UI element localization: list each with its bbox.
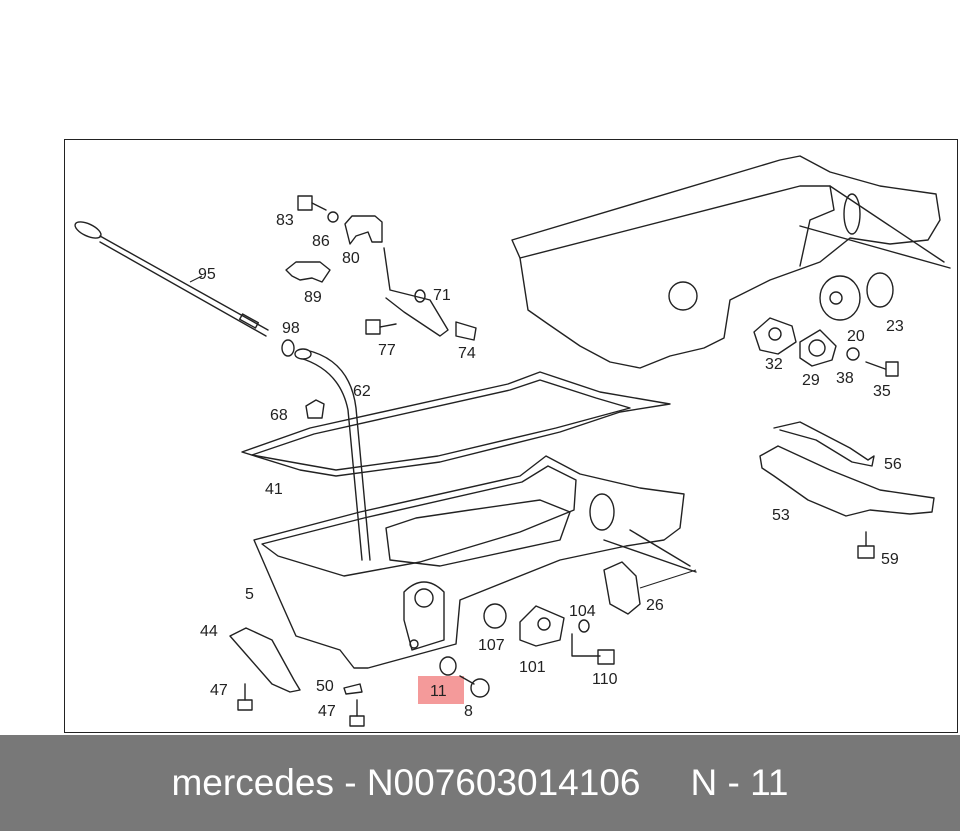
washer-38-part	[846, 347, 860, 361]
bolt-35-part	[865, 361, 899, 377]
dipstick-part	[74, 221, 269, 337]
callout-59[interactable]: 59	[881, 551, 899, 568]
gasket-32-part	[753, 317, 797, 355]
drain-plug-8-part	[459, 675, 490, 698]
seal-ring-11-part	[439, 656, 457, 676]
callout-47a[interactable]: 47	[210, 682, 228, 699]
oil-filter-20-part	[819, 275, 861, 321]
callout-104[interactable]: 104	[569, 603, 596, 620]
bracket-71-hole	[414, 289, 426, 303]
gasket-41-part	[241, 371, 671, 477]
clamp-89-part	[285, 261, 331, 283]
callout-50[interactable]: 50	[316, 678, 334, 695]
callout-44[interactable]: 44	[200, 623, 218, 640]
seal-23-part	[866, 272, 894, 308]
callout-77[interactable]: 77	[378, 342, 396, 359]
callout-47b[interactable]: 47	[318, 703, 336, 720]
flange-29-part	[799, 329, 837, 367]
callout-56[interactable]: 56	[884, 456, 902, 473]
callout-74[interactable]: 74	[458, 345, 476, 362]
callout-98[interactable]: 98	[282, 320, 300, 337]
parts-diagram	[64, 139, 958, 733]
callout-5[interactable]: 5	[245, 586, 254, 603]
bolt-47a-part	[237, 683, 253, 711]
callout-8[interactable]: 8	[464, 703, 473, 720]
bolt-47b-part	[349, 699, 365, 727]
part-reference: N - 11	[690, 762, 789, 803]
oil-pump-101-port	[537, 617, 551, 631]
clip-74-part	[455, 321, 477, 341]
callout-101[interactable]: 101	[519, 659, 546, 676]
clip-50-part	[343, 683, 363, 695]
exploded-view-drawing: 83 86 80 89 95 98 71 77 74 62 68 41 5 44…	[74, 155, 951, 727]
clip-68-part	[305, 399, 325, 419]
callout-89[interactable]: 89	[304, 289, 322, 306]
callout-29[interactable]: 29	[802, 372, 820, 389]
bracket-44-part	[229, 627, 301, 693]
part-11-highlight[interactable]	[418, 676, 464, 704]
callout-38[interactable]: 38	[836, 370, 854, 387]
o-ring-107-part	[483, 603, 507, 629]
ring-104-part	[578, 619, 590, 633]
brand-part-number: mercedes - N007603014106	[171, 762, 641, 803]
bolt-110-part	[571, 633, 615, 665]
bolt-83-part	[297, 195, 327, 211]
gasket-41-inner	[251, 379, 631, 471]
footer-caption: mercedes - N007603014106 N - 11	[0, 735, 960, 831]
callout-68[interactable]: 68	[270, 407, 288, 424]
washer-86-part	[327, 211, 339, 223]
footer-bar: mercedes - N007603014106 N - 11	[0, 735, 960, 831]
callout-95[interactable]: 95	[198, 266, 216, 283]
bolt-77-part	[365, 319, 397, 335]
gasket-32-hole	[768, 327, 782, 341]
seal-ring-part	[281, 339, 295, 357]
flange-29-bore	[808, 339, 826, 357]
callout-62[interactable]: 62	[353, 383, 371, 400]
callout-23[interactable]: 23	[886, 318, 904, 335]
bracket-56-part	[773, 421, 875, 467]
callout-35[interactable]: 35	[873, 383, 891, 400]
callout-80[interactable]: 80	[342, 250, 360, 267]
upper-oil-pan-part	[511, 155, 951, 369]
callout-107[interactable]: 107	[478, 637, 505, 654]
callout-41[interactable]: 41	[265, 481, 283, 498]
callout-11[interactable]: 11	[430, 683, 447, 700]
callout-32[interactable]: 32	[765, 356, 783, 373]
callout-86[interactable]: 86	[312, 233, 330, 250]
guide-tube-part	[294, 348, 371, 561]
bracket-71-part	[383, 247, 449, 337]
cover-26-part	[603, 561, 641, 615]
callout-53[interactable]: 53	[772, 507, 790, 524]
callout-83[interactable]: 83	[276, 212, 294, 229]
callout-110[interactable]: 110	[592, 671, 618, 688]
callout-labels: 83 86 80 89 95 98 71 77 74 62 68 41 5 44…	[198, 212, 904, 720]
callout-71[interactable]: 71	[433, 287, 451, 304]
bracket-53-part	[759, 445, 935, 517]
bolt-59-part	[857, 531, 875, 559]
callout-26[interactable]: 26	[646, 597, 664, 614]
bracket-80-part	[344, 215, 383, 245]
callout-20[interactable]: 20	[847, 328, 865, 345]
cover-26-leader	[639, 569, 697, 589]
oil-pump-101-part	[519, 605, 565, 647]
oil-pan-5-part	[253, 455, 697, 669]
